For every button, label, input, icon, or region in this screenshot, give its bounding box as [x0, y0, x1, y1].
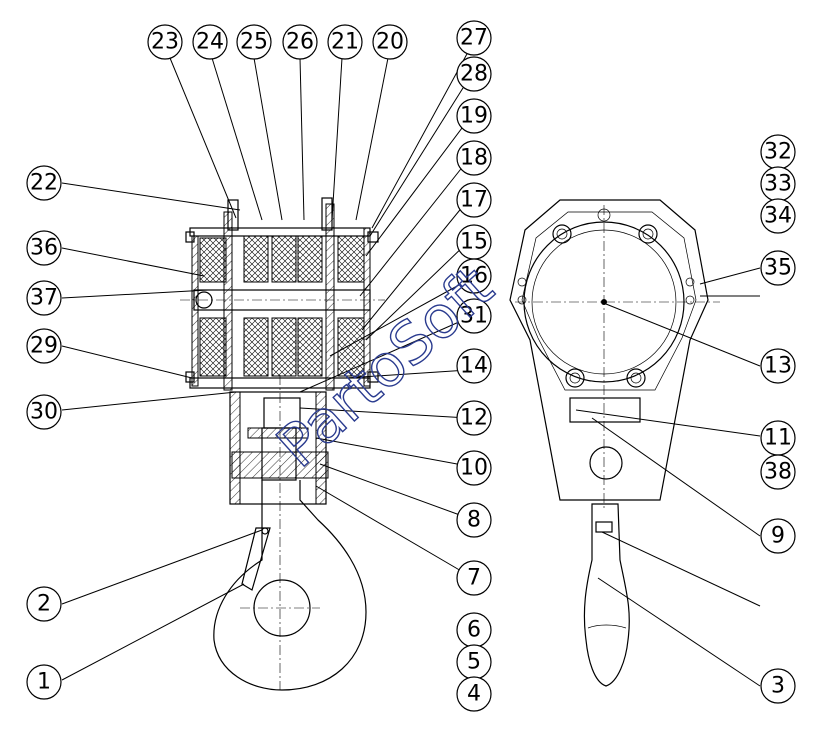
callout-31: 31 [456, 298, 492, 334]
svg-text:26: 26 [286, 30, 314, 55]
callout-23: 23 [147, 24, 183, 60]
svg-text:28: 28 [460, 62, 488, 87]
svg-text:35: 35 [764, 256, 792, 281]
callout-5: 5 [456, 644, 492, 680]
svg-text:5: 5 [467, 650, 481, 675]
cover-bolts [517, 208, 695, 388]
svg-text:29: 29 [30, 334, 58, 359]
callout-34: 34 [760, 198, 796, 234]
callout-32: 32 [760, 134, 796, 170]
svg-text:36: 36 [30, 236, 58, 261]
callout-17: 17 [456, 182, 492, 218]
svg-text:3: 3 [771, 674, 785, 699]
svg-text:33: 33 [764, 172, 792, 197]
callout-14: 14 [456, 348, 492, 384]
sheaves-upper [199, 235, 365, 283]
callout-28: 28 [456, 56, 492, 92]
callout-18: 18 [456, 140, 492, 176]
section-view [180, 197, 385, 691]
svg-text:10: 10 [460, 456, 488, 481]
svg-text:17: 17 [460, 188, 488, 213]
svg-text:8: 8 [467, 508, 481, 533]
callout-37: 37 [26, 280, 62, 316]
top-plate [189, 227, 371, 237]
svg-text:23: 23 [151, 30, 179, 55]
callout-26: 26 [282, 24, 318, 60]
callout-33: 33 [760, 166, 796, 202]
counterweight-hole [589, 446, 623, 480]
callout-1: 1 [26, 664, 62, 700]
sheaves-lower [199, 317, 365, 377]
leader-lines [61, 51, 761, 687]
callout-10: 10 [456, 450, 492, 486]
svg-text:15: 15 [460, 230, 488, 255]
callout-6: 6 [456, 612, 492, 648]
svg-text:4: 4 [467, 682, 481, 707]
callout-25: 25 [236, 24, 272, 60]
callout-13: 13 [760, 348, 796, 384]
callout-30: 30 [26, 394, 62, 430]
svg-text:2: 2 [37, 592, 51, 617]
safety-latch [241, 527, 271, 591]
svg-text:16: 16 [460, 264, 488, 289]
callout-12: 12 [456, 400, 492, 436]
svg-text:11: 11 [764, 426, 792, 451]
callout-22: 22 [26, 165, 62, 201]
svg-text:13: 13 [764, 354, 792, 379]
svg-text:7: 7 [467, 566, 481, 591]
callout-19: 19 [456, 98, 492, 134]
callout-35: 35 [760, 250, 796, 286]
svg-text:14: 14 [460, 354, 488, 379]
svg-text:1: 1 [37, 670, 51, 695]
svg-text:25: 25 [240, 30, 268, 55]
callout-3: 3 [760, 668, 796, 704]
callout-16: 16 [456, 258, 492, 294]
callout-36: 36 [26, 230, 62, 266]
callout-11: 11 [760, 420, 796, 456]
side-plate-outline [509, 199, 709, 501]
svg-text:22: 22 [30, 171, 58, 196]
outer-plate-left [191, 235, 199, 387]
name-plate [569, 397, 641, 423]
callout-15: 15 [456, 224, 492, 260]
lug-left [227, 199, 239, 231]
side-plate-right [325, 203, 335, 391]
callout-20: 20 [372, 24, 408, 60]
svg-text:20: 20 [376, 30, 404, 55]
svg-text:6: 6 [467, 618, 481, 643]
svg-text:19: 19 [460, 104, 488, 129]
svg-text:34: 34 [764, 204, 792, 229]
svg-text:32: 32 [764, 140, 792, 165]
callout-27: 27 [456, 20, 492, 56]
hook-body [213, 480, 367, 691]
svg-text:24: 24 [196, 30, 224, 55]
callout-24: 24 [192, 24, 228, 60]
callout-21: 21 [327, 24, 363, 60]
callout-2: 2 [26, 586, 62, 622]
callout-balloons: 23 24 25 26 21 20 27 28 19 18 17 15 16 3… [26, 20, 796, 712]
svg-text:21: 21 [331, 30, 359, 55]
callout-38: 38 [760, 454, 796, 490]
callout-29: 29 [26, 328, 62, 364]
svg-text:12: 12 [460, 406, 488, 431]
callout-7: 7 [456, 560, 492, 596]
callout-4: 4 [456, 676, 492, 712]
callout-9: 9 [760, 518, 796, 554]
side-view [509, 199, 720, 687]
svg-text:37: 37 [30, 286, 58, 311]
svg-text:9: 9 [771, 524, 785, 549]
svg-text:27: 27 [460, 26, 488, 51]
svg-text:31: 31 [460, 304, 488, 329]
callout-8: 8 [456, 502, 492, 538]
svg-text:38: 38 [764, 460, 792, 485]
hook-side-profile [583, 503, 630, 687]
svg-text:18: 18 [460, 146, 488, 171]
hook-shank [261, 427, 297, 481]
svg-text:30: 30 [30, 400, 58, 425]
